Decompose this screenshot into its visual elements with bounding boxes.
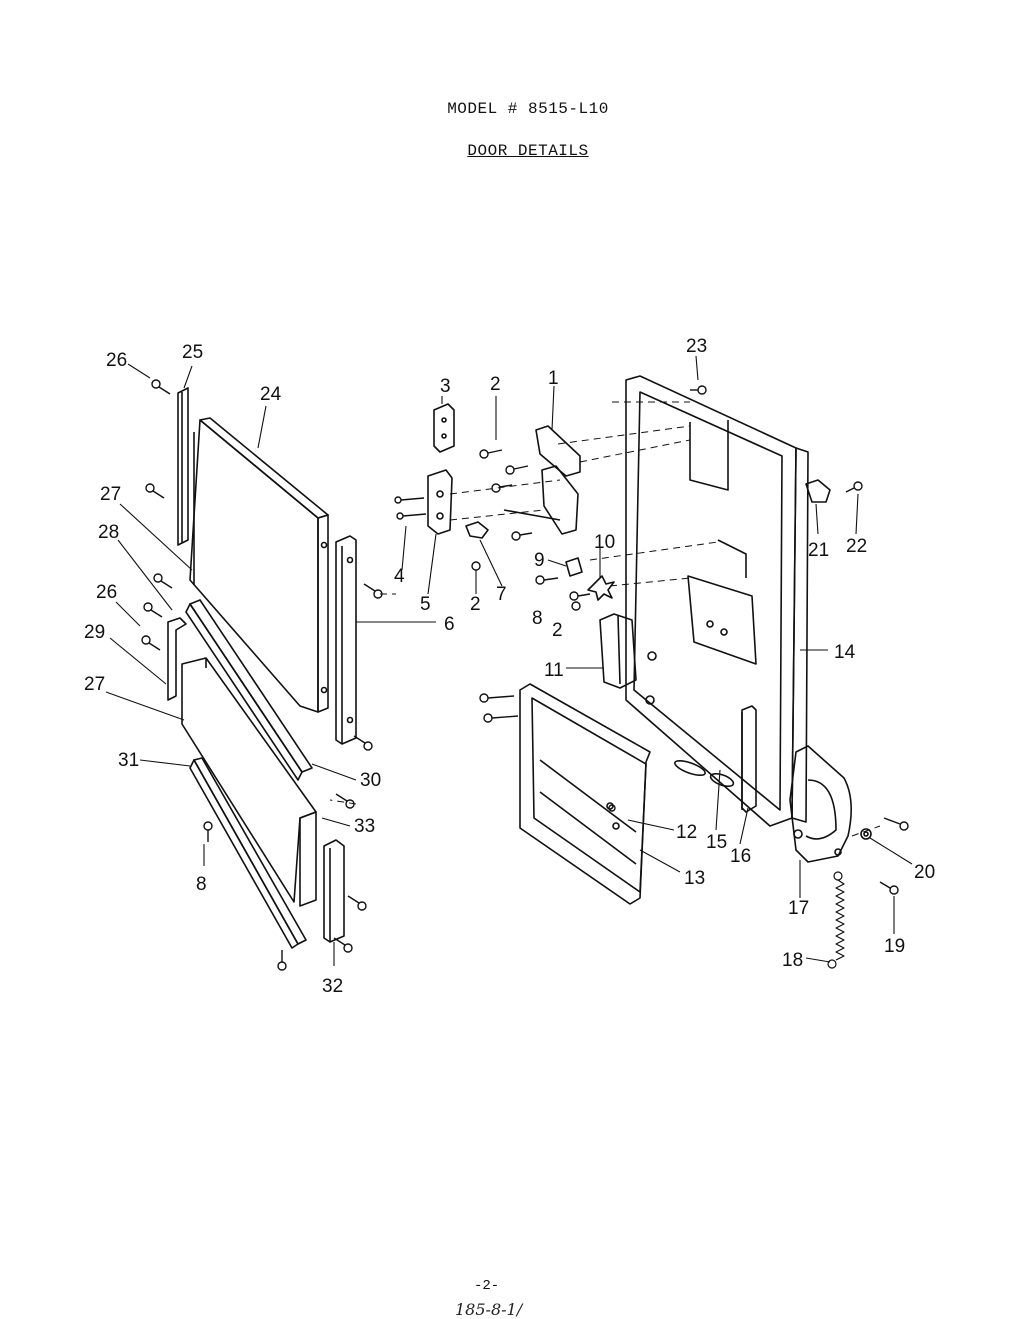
label-18: 18	[782, 950, 803, 971]
label-33: 33	[354, 816, 375, 837]
label-17: 17	[788, 898, 809, 919]
part-6-side-trim	[335, 535, 357, 745]
part-25-trim-strip	[177, 387, 189, 546]
label-30: 30	[360, 770, 381, 791]
label-7: 7	[496, 584, 507, 605]
label-4: 4	[394, 566, 405, 587]
label-11: 11	[544, 660, 564, 681]
label-28: 28	[98, 522, 119, 543]
label-2-low: 2	[470, 594, 481, 615]
label-26-mid: 26	[96, 582, 117, 603]
label-9: 9	[534, 550, 545, 571]
part-labels: 26 25 24 27 28 26 29 27 31 8 32 33 30 6 …	[84, 336, 935, 997]
handwritten-note: 185-8-1/	[455, 1300, 523, 1319]
label-5: 5	[420, 594, 431, 615]
part-32-corner-cap	[323, 839, 345, 943]
label-2-top: 2	[490, 374, 501, 395]
label-29: 29	[84, 622, 105, 643]
label-10: 10	[594, 532, 615, 553]
label-32: 32	[322, 976, 343, 997]
center-screws	[394, 449, 591, 723]
label-3: 3	[440, 376, 451, 397]
leader-lines	[105, 355, 913, 966]
label-8-left: 8	[196, 874, 207, 895]
part-1-hinge-assembly	[503, 425, 581, 535]
label-1: 1	[548, 368, 559, 389]
part-10-star-washer	[587, 575, 615, 601]
label-25: 25	[182, 342, 203, 363]
label-2-center: 2	[552, 620, 563, 641]
part-9-bracket	[565, 557, 583, 577]
left-screws	[141, 379, 383, 971]
label-31: 31	[118, 750, 139, 771]
label-12: 12	[676, 822, 697, 843]
label-23: 23	[686, 336, 707, 357]
label-15: 15	[706, 832, 727, 853]
part-7-clip	[465, 521, 489, 539]
part-24-upper-panel	[189, 417, 329, 713]
right-screws	[608, 385, 909, 895]
label-27-mid: 27	[84, 674, 105, 695]
label-24: 24	[260, 384, 282, 405]
label-6: 6	[444, 614, 455, 635]
label-20: 20	[914, 862, 935, 883]
part-21-latch-clip	[805, 479, 831, 503]
part-18-spring	[827, 871, 845, 969]
label-27-top: 27	[100, 484, 121, 505]
label-26-top: 26	[106, 350, 127, 371]
label-13: 13	[684, 868, 705, 889]
part-3-hinge-plate	[433, 403, 455, 453]
part-29-bracket	[167, 617, 187, 701]
model-number: MODEL # 8515-L10	[447, 100, 609, 118]
part-20-roller	[860, 828, 872, 840]
label-8-center: 8	[532, 608, 543, 629]
label-16: 16	[730, 846, 751, 867]
part-5-hinge-bracket	[427, 469, 453, 535]
label-21: 21	[808, 540, 829, 561]
label-22: 22	[846, 536, 867, 557]
part-13-lower-inner-panel	[519, 683, 651, 905]
part-14-inner-door-frame	[625, 375, 809, 827]
part-17-hinge-lever	[789, 745, 852, 863]
part-30-divider	[185, 599, 313, 781]
label-14: 14	[834, 642, 856, 663]
label-19: 19	[884, 936, 905, 957]
alignment-lines	[329, 401, 881, 837]
part-31-bottom-channel	[189, 757, 307, 949]
page-number: -2-	[474, 1278, 500, 1294]
part-11-hinge-arm	[599, 613, 637, 689]
section-title: DOOR DETAILS	[467, 142, 589, 160]
part-27-lower-panel	[181, 657, 317, 907]
